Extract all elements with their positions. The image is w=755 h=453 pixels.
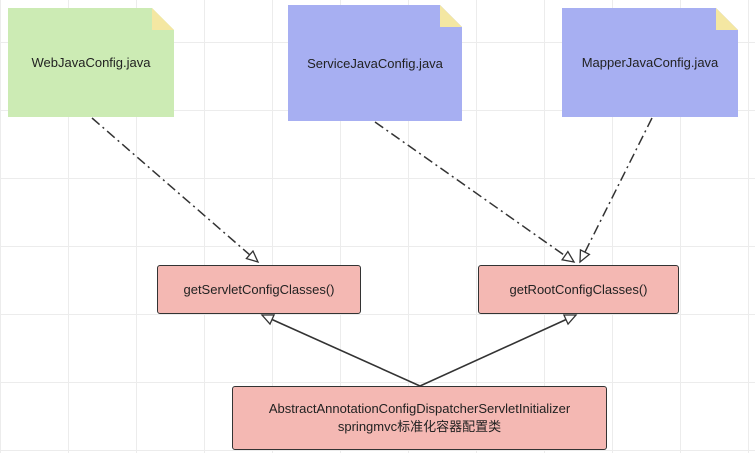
arrow-mapper-to-root xyxy=(579,117,653,264)
get-root-config-classes-label: getRootConfigClasses() xyxy=(509,281,648,297)
arrow-web-to-servlet xyxy=(91,117,260,264)
note-service[interactable] xyxy=(288,5,462,121)
arrow-service-to-root xyxy=(374,121,576,263)
note-mapper-label: MapperJavaConfig.java xyxy=(581,55,719,70)
initializer-class-name: AbstractAnnotationConfigDispatcherServle… xyxy=(268,401,571,416)
arrow-initializer-to-root xyxy=(419,314,578,387)
initializer-box[interactable]: AbstractAnnotationConfigDispatcherServle… xyxy=(232,386,607,450)
note-mapper[interactable] xyxy=(562,8,738,117)
get-servlet-config-classes-label: getServletConfigClasses() xyxy=(183,281,335,297)
get-root-config-classes-box[interactable]: getRootConfigClasses() xyxy=(478,265,679,314)
note-web[interactable] xyxy=(8,8,174,117)
note-web-label: WebJavaConfig.java xyxy=(31,55,151,70)
get-servlet-config-classes-box[interactable]: getServletConfigClasses() xyxy=(157,265,361,314)
arrow-initializer-to-servlet xyxy=(260,314,421,387)
initializer-description: springmvc标准化容器配置类 xyxy=(337,419,502,434)
note-service-label: ServiceJavaConfig.java xyxy=(307,55,443,71)
